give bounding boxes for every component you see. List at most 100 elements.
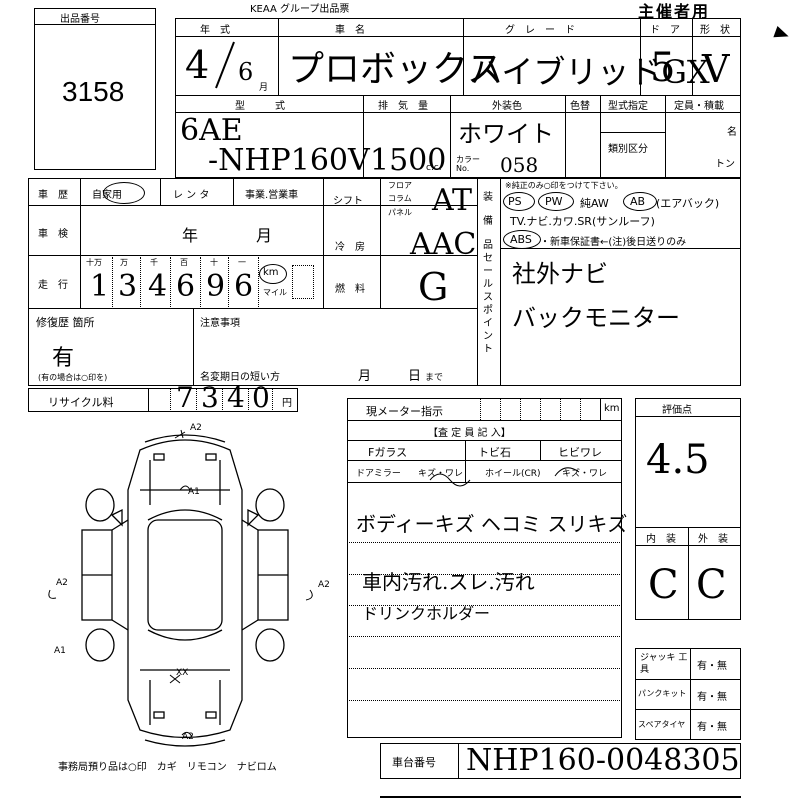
inspection-label: 車 検: [38, 229, 68, 240]
abs-circle-icon: [503, 230, 541, 249]
damage-mark-front: A1: [188, 487, 200, 497]
notice-day-unit: 日: [408, 369, 422, 384]
inspector-box: [347, 398, 622, 738]
model-label: 型 式: [235, 101, 285, 112]
recycle-label: リサイクル料: [48, 396, 114, 409]
shape-label: 形 状: [700, 25, 730, 36]
meter-label: 現メーター指示: [366, 405, 443, 418]
lot-number-box: [34, 8, 156, 170]
ac-value: AAC: [410, 227, 477, 262]
mileage-label: 走 行: [38, 280, 68, 291]
door-value: 5: [650, 45, 676, 91]
inspector-note-1: ボディーキズ ヘコミ スリキズ: [356, 512, 628, 536]
sales-point-line2: バックモニター: [512, 304, 680, 332]
grade-label: グ レ ー ド: [505, 25, 575, 36]
digit-label-0: 十万: [86, 258, 102, 267]
lot-number-label: 出品番号: [60, 14, 100, 25]
spare-yes-no[interactable]: 有・無: [697, 722, 727, 733]
jack-yes-no[interactable]: 有・無: [697, 661, 727, 672]
shift-opt-column[interactable]: コラム: [388, 194, 412, 203]
mileage-digit-0: 1: [90, 269, 110, 304]
shift-label: シフト: [333, 196, 363, 207]
fuel-label: 燃 料: [335, 284, 365, 295]
equip-aw[interactable]: 純AW: [580, 197, 609, 210]
recycle-row: [28, 388, 298, 412]
inspection-year-unit: 年: [182, 226, 199, 245]
inspector-title: 【査 定 員 記 入】: [428, 428, 511, 439]
notice-label: 注意事項: [200, 318, 240, 329]
sales-point-label: セールスポイント: [483, 253, 493, 355]
private-circle-icon: [103, 182, 145, 204]
notice-made: まで: [425, 373, 444, 383]
history-business-option[interactable]: 事業.営業車: [245, 190, 299, 201]
car-name-value: プロボックス: [288, 49, 503, 90]
recycle-digit-3: 0: [252, 381, 270, 414]
shift-opt-panel[interactable]: パネル: [388, 208, 412, 217]
fuel-value: G: [418, 265, 449, 309]
pw-circle-icon: [538, 192, 574, 211]
vehicle-row-2: [175, 95, 741, 178]
month-value: 6: [238, 58, 254, 86]
organizer-label: 主催者用: [638, 2, 711, 21]
wheel-scratch-icon: [554, 467, 580, 477]
color-no-label: カラー No.: [456, 155, 480, 173]
equip-airbag: (エアバック): [656, 197, 720, 210]
recycle-unit: 円: [282, 398, 292, 409]
damage-mark-rear: XX: [176, 668, 189, 678]
mileage-digit-2: 4: [148, 269, 168, 304]
capacity-unit-tons: トン: [715, 159, 735, 170]
equip-line3: ・新車保証書←(注)後日送りのみ: [540, 237, 687, 248]
cc-unit: c.c.: [426, 163, 442, 173]
arrow-marker-icon: [773, 25, 791, 43]
year-slash-icon: [215, 41, 235, 89]
mirror-scratch-icon: [429, 473, 471, 487]
mile-checkbox[interactable]: [292, 265, 314, 299]
car-diagram[interactable]: [48, 429, 313, 750]
puncture-yes-no[interactable]: 有・無: [697, 692, 727, 703]
year-value: 4: [185, 43, 210, 87]
f-glass-label: Fガラス: [368, 446, 408, 459]
wheel-label: ホイール(CR): [485, 469, 541, 479]
recycle-digit-0: 7: [176, 381, 194, 414]
history-rental-option[interactable]: レ ン タ: [173, 190, 210, 201]
history-block: [28, 178, 741, 386]
displacement-value: 1500: [370, 143, 447, 178]
mile-unit: マイル: [263, 288, 287, 297]
type-spec-label: 型式指定: [608, 101, 648, 112]
inspector-note-2: 車内汚れ.スレ.汚れ: [362, 570, 535, 594]
color-change-label: 色替: [570, 101, 590, 112]
spare-label: スペアタイヤ: [638, 720, 686, 729]
equip-line2: TV.ナビ.カワ.SR(サンルーフ): [510, 215, 655, 228]
digit-label-3: 百: [180, 258, 188, 267]
equipment-note: ※純正のみ○印をつけて下さい。: [505, 181, 623, 190]
inspection-month-unit: 月: [256, 226, 273, 245]
shift-opt-floor[interactable]: フロア: [388, 181, 412, 190]
repair-label: 修復歴 箇所: [36, 316, 95, 329]
tobi-label: トビ石: [478, 446, 511, 459]
ab-circle-icon: [623, 192, 657, 211]
grade-value: 4.5: [646, 437, 710, 483]
name-label: 車 名: [335, 25, 365, 36]
repair-value: 有: [52, 346, 75, 371]
damage-mark-left2: A1: [54, 646, 66, 656]
digit-label-4: 十: [210, 258, 218, 267]
shift-value: AT: [432, 183, 473, 218]
hibi-label: ヒビワレ: [558, 446, 602, 459]
exterior-label: 外 装: [698, 534, 728, 545]
chassis-label: 車台番号: [392, 756, 436, 769]
top-banner: KEAA グループ出品票: [250, 4, 350, 15]
shape-value: V: [702, 47, 730, 91]
lot-number-value: 3158: [62, 76, 125, 107]
month-unit: 月: [259, 83, 269, 93]
damage-mark-right: A2: [318, 580, 330, 590]
damage-mark-left: A2: [56, 578, 68, 588]
color-value: ホワイト: [458, 120, 554, 148]
color-no-value: 058: [500, 153, 539, 177]
repair-note: (有の場合は○印を): [38, 373, 108, 382]
jack-label: ジャッキ 工 具: [640, 653, 688, 675]
inspector-note-3: ドリンクホルダー: [362, 604, 491, 623]
capacity-unit-persons: 名: [727, 127, 737, 138]
recycle-digit-1: 3: [201, 381, 219, 414]
digit-label-2: 千: [150, 258, 158, 267]
mileage-digit-5: 6: [234, 269, 254, 304]
